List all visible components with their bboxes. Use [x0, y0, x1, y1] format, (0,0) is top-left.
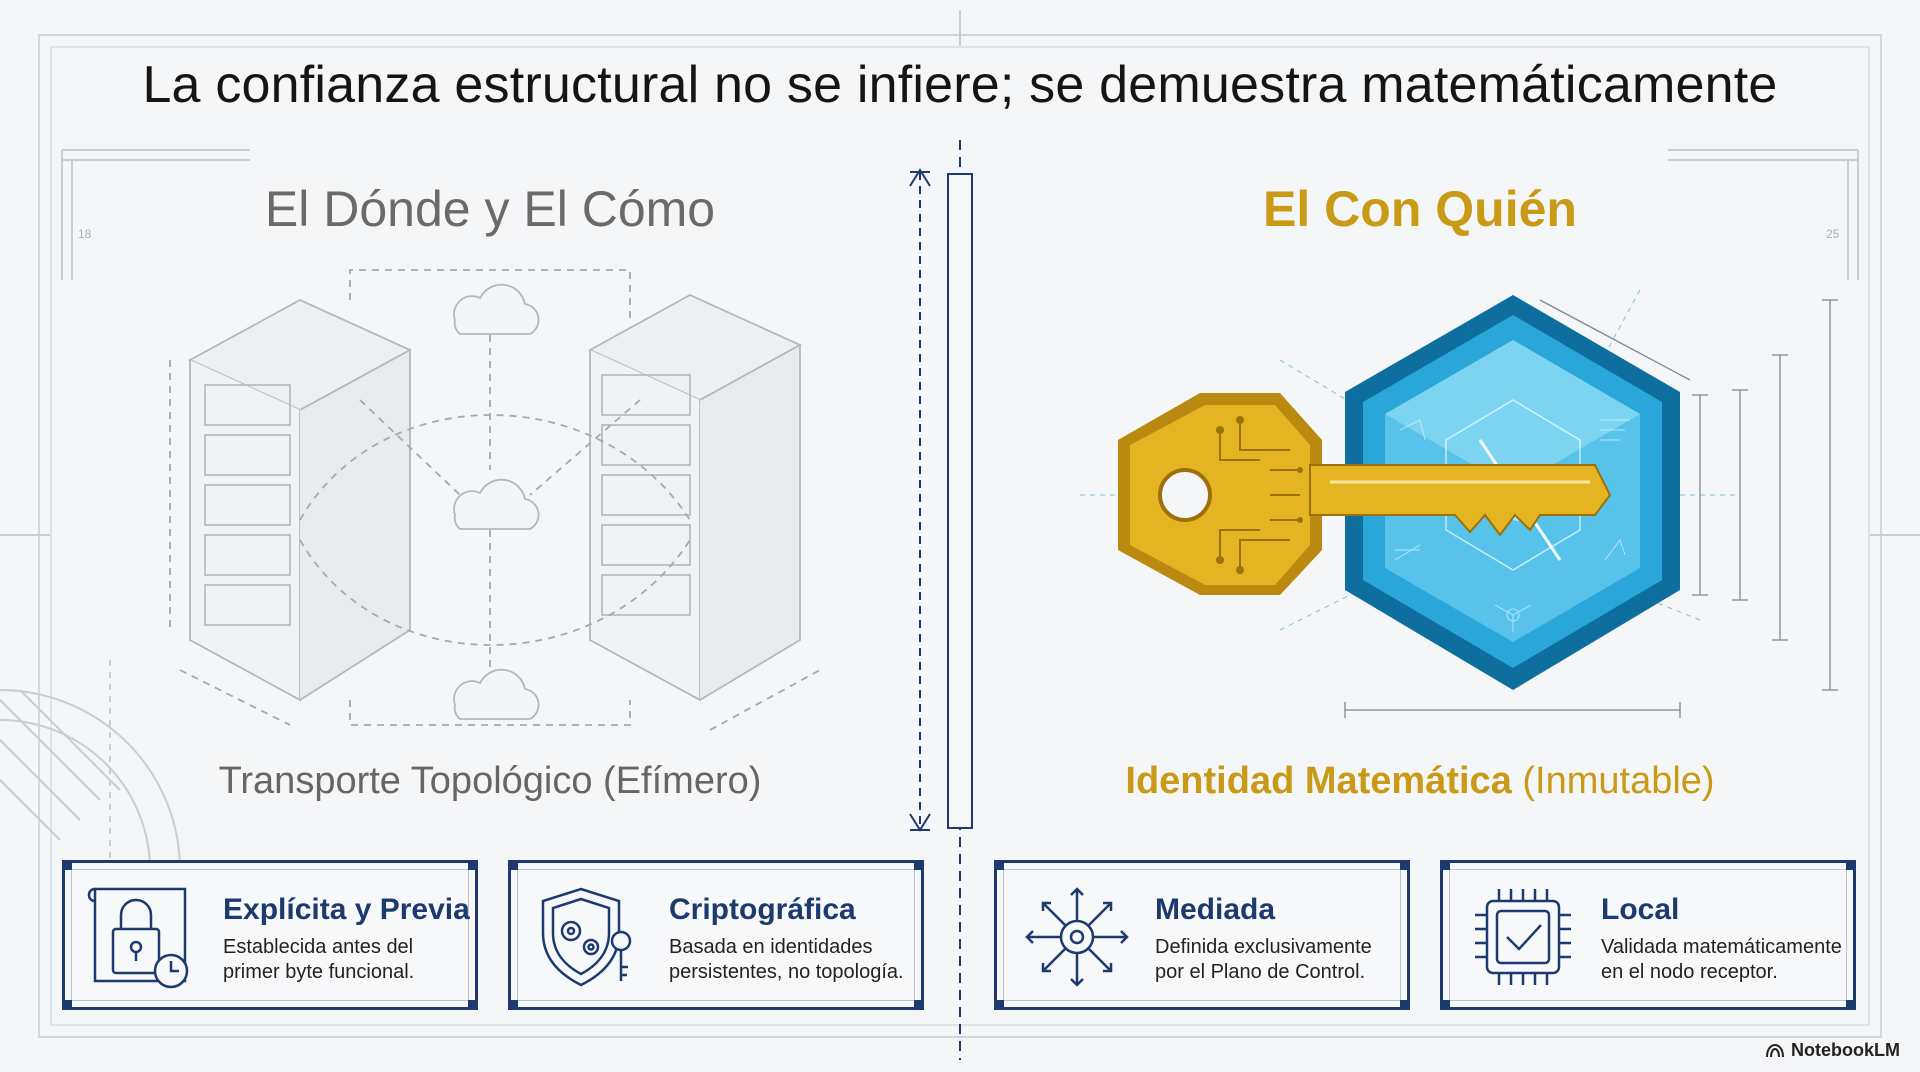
hub-arrows-icon: [1025, 887, 1129, 987]
card-description: Definida exclusivamente por el Plano de …: [1155, 936, 1372, 983]
crypto-hexagon-illustration: [1080, 289, 1838, 718]
card-title: Local: [1601, 893, 1680, 926]
card-description: Basada en identidades persistentes, no t…: [669, 936, 904, 983]
card-description: Establecida antes del primer byte funcio…: [223, 936, 415, 983]
ruler-number-right: 25: [1826, 227, 1840, 241]
card-title: Explícita y Previa: [223, 893, 470, 926]
card-local: Local Validada matemáticamente en el nod…: [1440, 860, 1856, 1010]
brand-name: NotebookLM: [1791, 1040, 1900, 1060]
shield-key-icon: [541, 887, 632, 987]
lock-blueprint-icon: [87, 887, 189, 989]
ruler-number-left: 18: [78, 227, 92, 241]
left-section-title: El Dónde y El Cómo: [264, 181, 716, 237]
right-subtitle-rest: (Inmutable): [1522, 760, 1715, 802]
card-criptografica: Criptográfica Basada en identidades pers…: [508, 860, 924, 1010]
right-section-subtitle: Identidad Matemática (Inmutable): [1060, 760, 1780, 803]
chip-check-icon: [1475, 889, 1571, 985]
card-title: Mediada: [1155, 893, 1276, 926]
card-description: Validada matemáticamente en el nodo rece…: [1601, 936, 1842, 983]
card-explicita: Explícita y Previa Establecida antes del…: [62, 860, 478, 1010]
card-mediada: Mediada Definida exclusivamente por el P…: [994, 860, 1410, 1010]
brand-watermark: NotebookLM: [1765, 1040, 1900, 1061]
left-section-subtitle: Transporte Topológico (Efímero): [218, 760, 762, 802]
center-divider-bar: [947, 173, 973, 829]
server-network-illustration: [169, 269, 821, 731]
right-section-title: El Con Quién: [1263, 181, 1577, 237]
right-subtitle-bold: Identidad Matemática: [1125, 760, 1512, 802]
notebooklm-logo-icon: [1766, 1043, 1785, 1057]
page-title: La confianza estructural no se infiere; …: [142, 56, 1778, 114]
dimension-arrow-top: [909, 168, 931, 187]
card-title: Criptográfica: [669, 893, 856, 926]
